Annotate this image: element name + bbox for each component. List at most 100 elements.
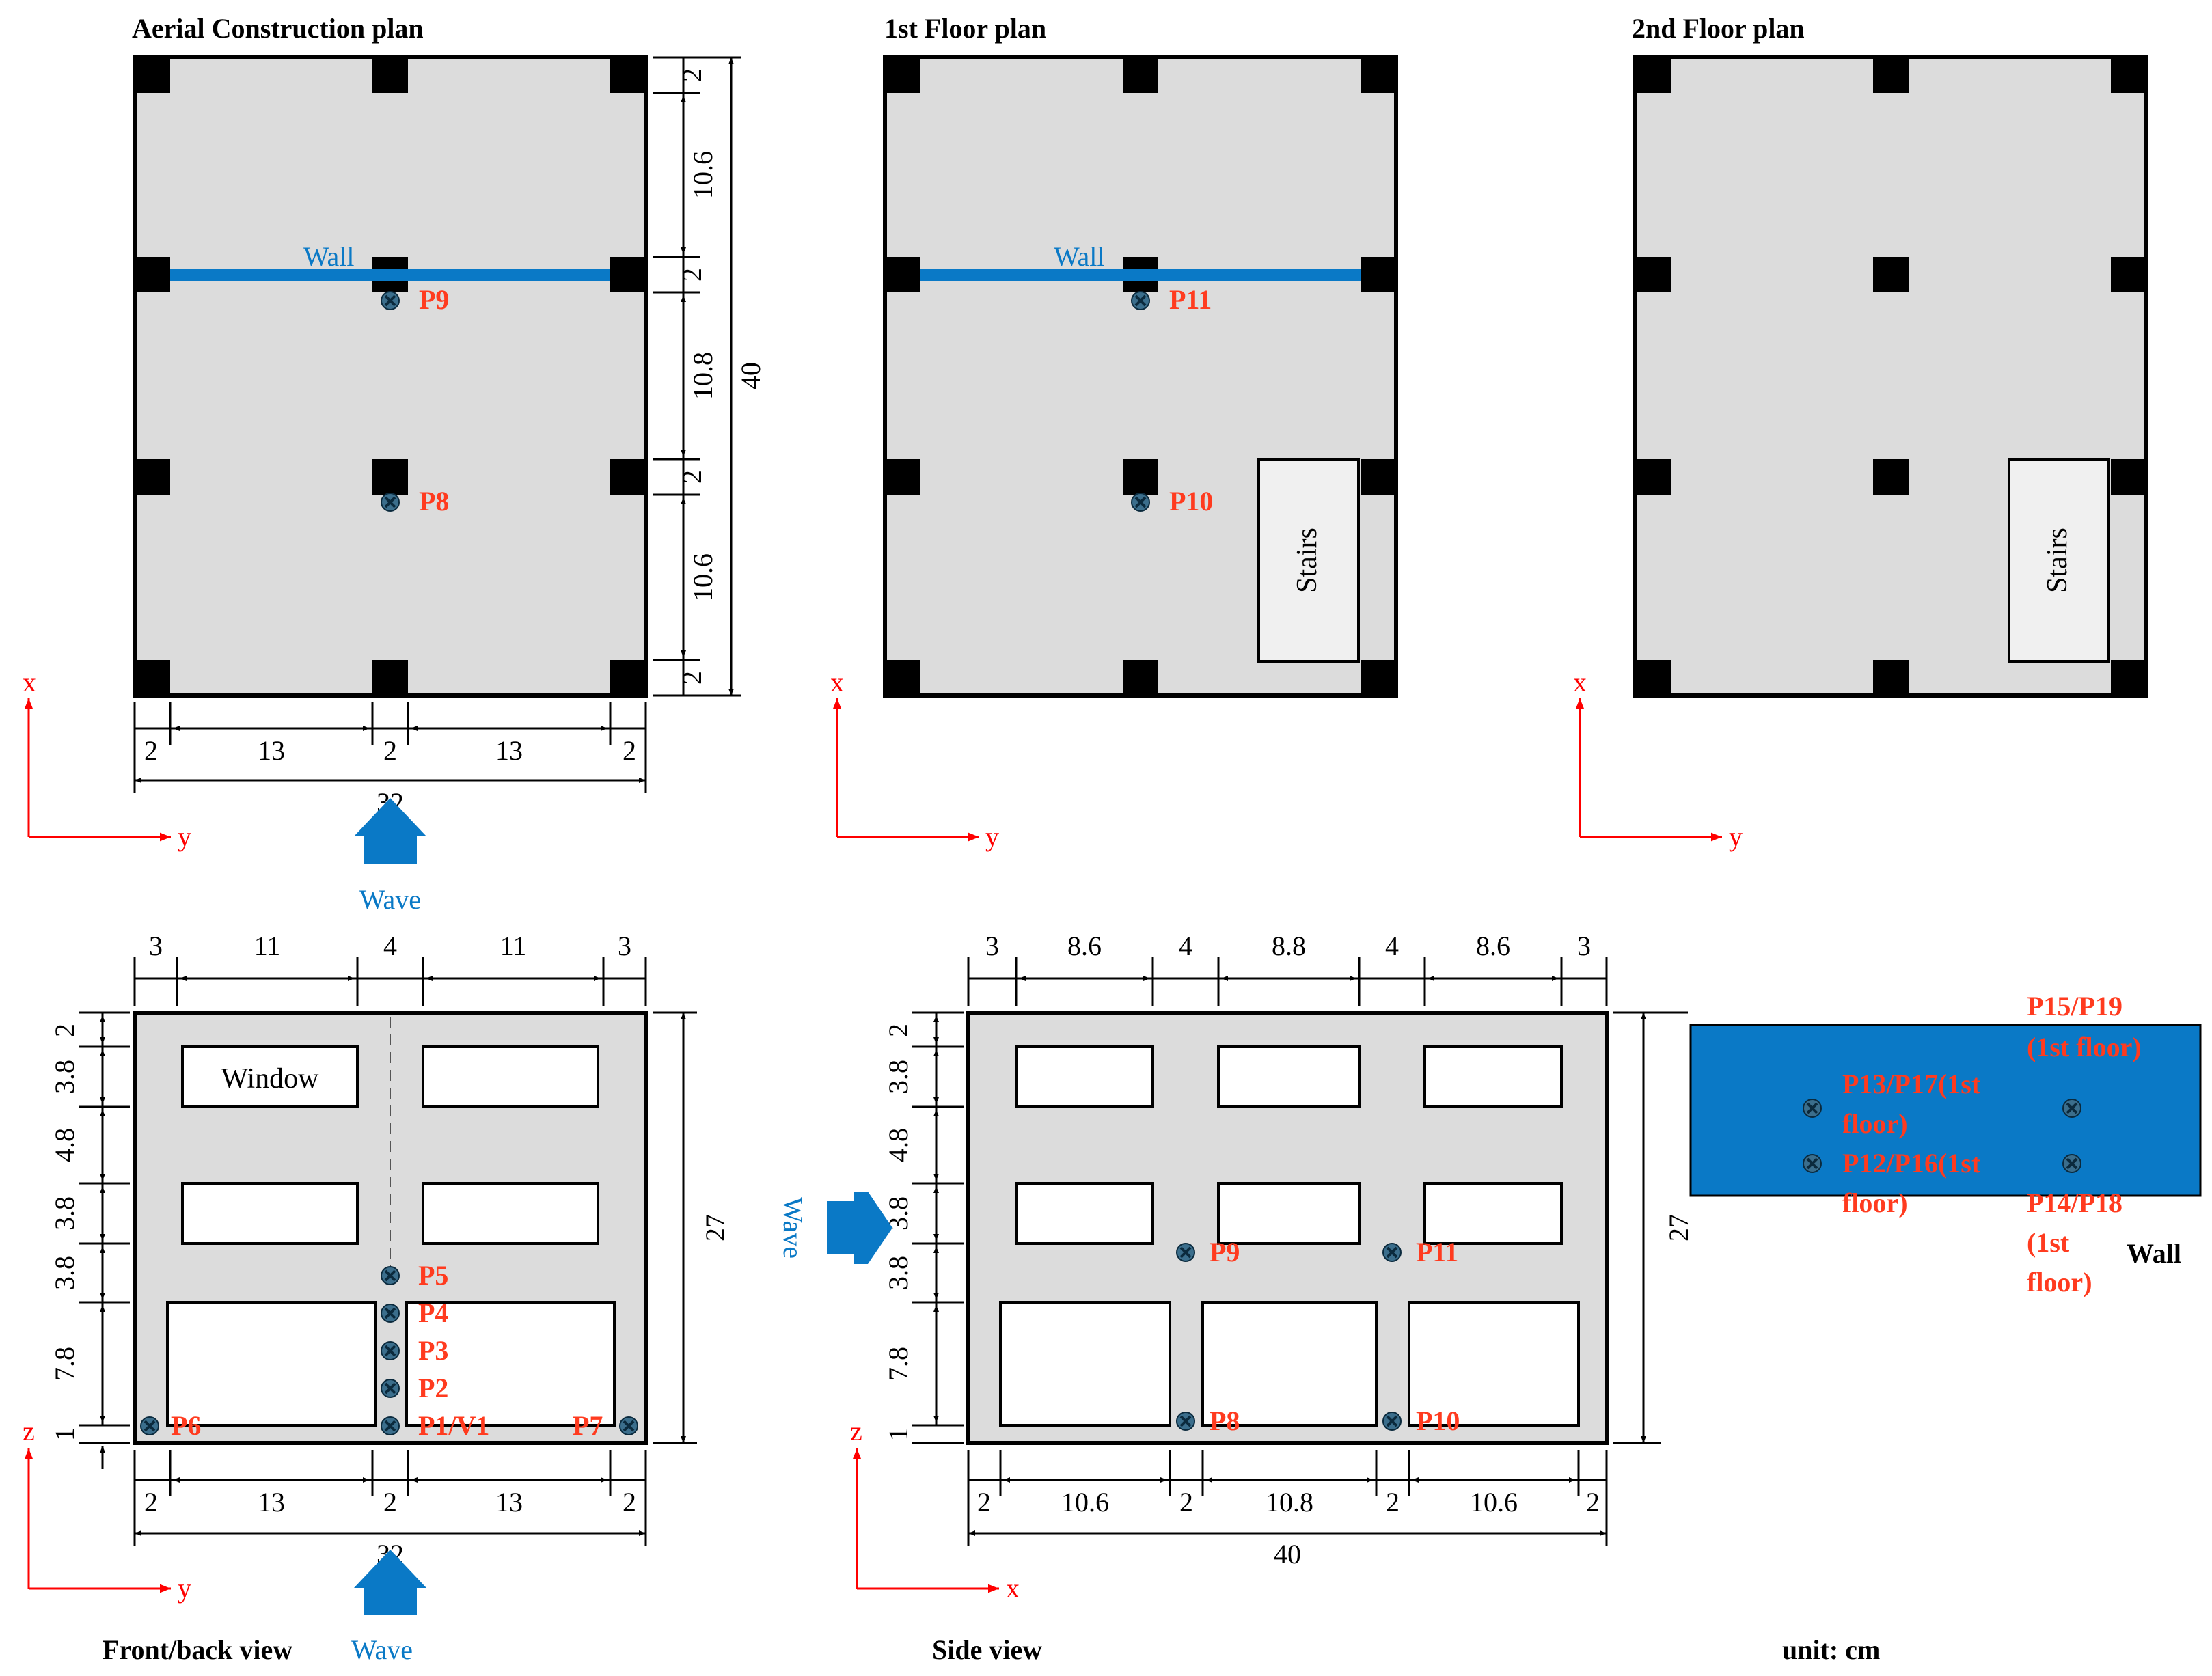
label-p9-plan: P9 bbox=[419, 284, 449, 315]
dim-front-z-5: 3.8 bbox=[49, 1256, 80, 1290]
label-p6: P6 bbox=[171, 1410, 201, 1441]
unit-label: unit: cm bbox=[1782, 1634, 1880, 1665]
marker-p4 bbox=[380, 1303, 400, 1323]
marker-p3 bbox=[380, 1341, 400, 1361]
marker-p1 bbox=[380, 1416, 400, 1436]
axis-y-first: y bbox=[985, 821, 999, 852]
axes-side bbox=[852, 1448, 999, 1593]
aerial-column bbox=[610, 660, 646, 696]
axis-y-second: y bbox=[1729, 821, 1743, 852]
dim-front-bottom-4: 13 bbox=[495, 1487, 523, 1517]
aerial-column bbox=[372, 459, 408, 495]
dim-aerial-y-1: 2 bbox=[677, 68, 707, 82]
front-window bbox=[181, 1182, 359, 1245]
side-window bbox=[1423, 1182, 1563, 1245]
label-p10-plan: P10 bbox=[1169, 486, 1213, 517]
side-view: P9 P11 P8 P10 3 8.6 4 8.8 4 8.6 3 bbox=[883, 931, 1661, 1569]
title-aerial: Aerial Construction plan bbox=[132, 13, 424, 44]
aerial-column bbox=[372, 660, 408, 696]
label-p8-plan: P8 bbox=[419, 486, 449, 517]
aerial-column bbox=[372, 57, 408, 93]
dim-side-z-7: 1 bbox=[883, 1427, 914, 1441]
axes-second bbox=[1575, 698, 1722, 842]
side-window bbox=[1015, 1182, 1154, 1245]
dim-side-bottom-3: 2 bbox=[1179, 1487, 1193, 1517]
label-p15-line1: P15/P19 bbox=[2027, 991, 2122, 1021]
dim-front-z-4: 3.8 bbox=[49, 1196, 80, 1231]
label-p14-line2: (1st bbox=[2027, 1227, 2070, 1258]
first-wall bbox=[920, 269, 1361, 281]
title-front-view: Front/back view bbox=[103, 1634, 292, 1665]
dim-aerial-x-5: 2 bbox=[623, 735, 636, 766]
first-stairs bbox=[1257, 458, 1360, 663]
side-window bbox=[1015, 1045, 1154, 1108]
aerial-plan: Wall P9 P8 2 10.6 2 10.8 2 10.6 2 40 bbox=[133, 55, 766, 818]
label-p12-line1: P12/P16(1st bbox=[1842, 1148, 1981, 1179]
side-door bbox=[999, 1301, 1171, 1427]
wave-label-top: Wave bbox=[359, 884, 421, 915]
second-column bbox=[1635, 257, 1671, 292]
first-column bbox=[885, 459, 920, 495]
axes-front bbox=[24, 1448, 171, 1593]
dim-side-top-1: 3 bbox=[985, 931, 999, 961]
wall-panel bbox=[1689, 1024, 2202, 1197]
marker-p5 bbox=[380, 1265, 400, 1286]
dim-front-z-2: 3.8 bbox=[49, 1060, 80, 1094]
label-p2: P2 bbox=[418, 1373, 448, 1403]
first-wall-label: Wall bbox=[1054, 241, 1105, 272]
dim-side-bottom-1: 2 bbox=[977, 1487, 991, 1517]
dim-side-z-5: 3.8 bbox=[883, 1256, 914, 1290]
dim-side-total: 40 bbox=[1274, 1539, 1301, 1569]
marker-p8-side bbox=[1175, 1411, 1196, 1431]
label-p14-line3: floor) bbox=[2027, 1267, 2092, 1297]
aerial-column bbox=[135, 660, 170, 696]
side-window bbox=[1423, 1045, 1563, 1108]
second-column bbox=[2111, 660, 2146, 696]
marker-p9-plan bbox=[380, 290, 400, 311]
label-p12-line2: floor) bbox=[1842, 1187, 1908, 1218]
wall-elevation: 27 P15/P19 (1st floor) P13/P17(1st floor… bbox=[1661, 991, 2202, 1297]
label-p9-side: P9 bbox=[1210, 1237, 1240, 1267]
dim-aerial-x-4: 13 bbox=[495, 735, 523, 766]
dim-aerial-x-3: 2 bbox=[383, 735, 397, 766]
dim-side-bottom-6: 10.6 bbox=[1470, 1487, 1518, 1517]
marker-p6 bbox=[139, 1416, 160, 1436]
wall-elevation-label: Wall bbox=[2127, 1238, 2181, 1269]
aerial-column bbox=[610, 459, 646, 495]
dim-aerial-y-total: 40 bbox=[735, 362, 766, 389]
dim-side-z-2: 3.8 bbox=[883, 1060, 914, 1094]
dim-front-z-7: 1 bbox=[49, 1427, 80, 1441]
dim-aerial-y-5: 2 bbox=[677, 470, 707, 484]
marker-p2 bbox=[380, 1378, 400, 1399]
marker-p9-side bbox=[1175, 1242, 1196, 1263]
label-p8-side: P8 bbox=[1210, 1405, 1240, 1436]
axis-z-side: z bbox=[850, 1416, 862, 1446]
front-view: Window P5 P4 P3 P2 P1/V1 P6 P7 bbox=[49, 931, 730, 1569]
marker-p10-plan bbox=[1130, 492, 1151, 512]
dim-aerial-x-2: 13 bbox=[258, 735, 285, 766]
side-window bbox=[1217, 1182, 1361, 1245]
axis-y-front: y bbox=[178, 1573, 191, 1604]
label-p3: P3 bbox=[418, 1335, 448, 1366]
dim-side-top-2: 8.6 bbox=[1067, 931, 1102, 961]
dim-side-bottom-4: 10.8 bbox=[1266, 1487, 1313, 1517]
marker-p14 bbox=[2062, 1153, 2082, 1174]
first-column bbox=[1123, 57, 1158, 93]
second-column bbox=[1635, 57, 1671, 93]
dim-side-bottom-5: 2 bbox=[1386, 1487, 1399, 1517]
dim-front-bottom-1: 2 bbox=[144, 1487, 158, 1517]
dim-front-bottom-2: 13 bbox=[258, 1487, 285, 1517]
side-window bbox=[1217, 1045, 1361, 1108]
second-column bbox=[1873, 459, 1909, 495]
wave-arrow-icon bbox=[354, 798, 426, 864]
aerial-column bbox=[610, 57, 646, 93]
second-column bbox=[1635, 459, 1671, 495]
aerial-column bbox=[135, 459, 170, 495]
label-p11-plan: P11 bbox=[1169, 284, 1212, 315]
first-stairs-label: Stairs bbox=[1292, 527, 1323, 593]
label-p5: P5 bbox=[418, 1260, 448, 1291]
label-p14-line1: P14/P18 bbox=[2027, 1187, 2122, 1218]
label-p4: P4 bbox=[418, 1297, 448, 1328]
second-column bbox=[2111, 459, 2146, 495]
